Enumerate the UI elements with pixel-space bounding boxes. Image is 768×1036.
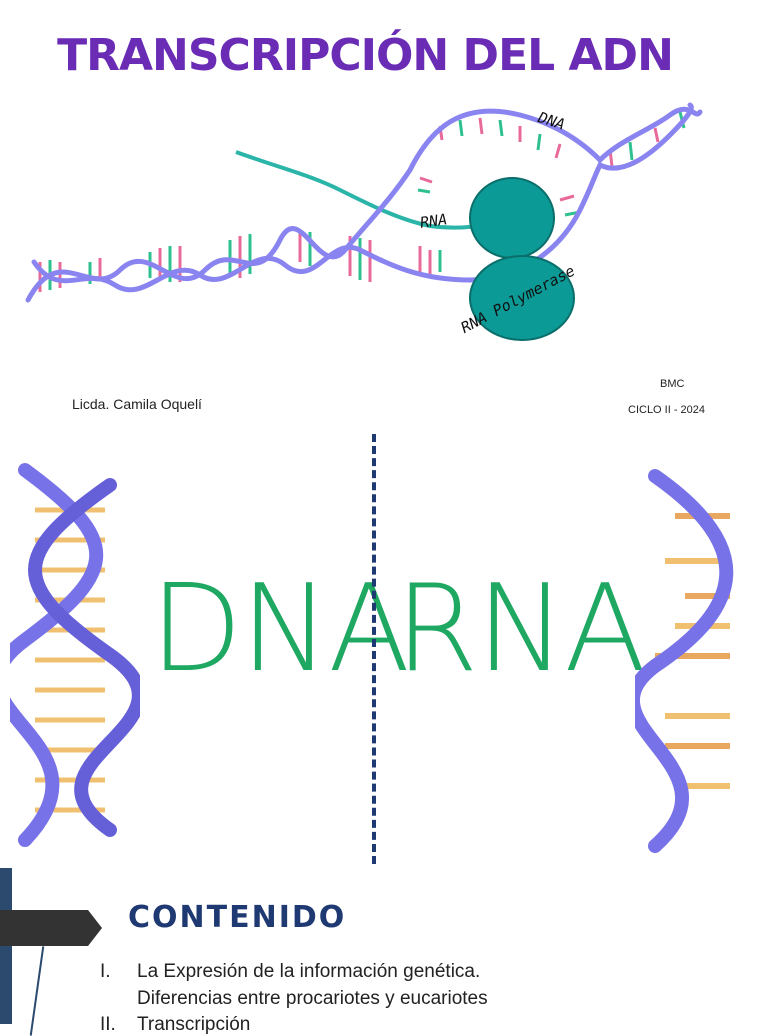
course-code: BMC [660, 378, 685, 390]
list-item-text: La Expresión de la información genética. [137, 961, 481, 982]
dna-base-pairs [38, 111, 686, 292]
single-helix-icon [635, 469, 734, 853]
rna-strand [235, 150, 501, 230]
arrow-marker-icon [0, 910, 102, 946]
rna-polymerase-icon [469, 177, 575, 341]
list-item-numeral: I. [100, 961, 111, 982]
course-cycle: CICLO II - 2024 [628, 404, 706, 416]
author-name: Licda. Camila Oquelí [72, 396, 202, 412]
title-slide: TRANSCRIPCIÓN DEL ADN [0, 0, 768, 430]
slide-title: TRANSCRIPCIÓN DEL ADN [57, 30, 674, 81]
dna-word: DNA [150, 560, 410, 699]
contents-heading: CONTENIDO [128, 900, 347, 935]
contents-slide: CONTENIDO I. La Expresión de la informac… [0, 868, 768, 1036]
dna-backbone-a [25, 106, 703, 303]
list-item-text-continued: Diferencias entre procariotes y eucariot… [137, 988, 488, 1009]
decorative-line [29, 946, 45, 1036]
list-item-numeral: II. [100, 1014, 116, 1035]
list-item-text: Transcripción [137, 1014, 251, 1035]
dna-vs-rna-slide: DNA RNA [0, 430, 768, 870]
transcription-illustration [25, 102, 703, 341]
dna-backbone-b [31, 102, 694, 293]
rna-word: RNA [395, 560, 646, 699]
center-divider [372, 434, 376, 864]
double-helix-icon [10, 463, 140, 847]
rna-label: RNA [418, 210, 449, 232]
